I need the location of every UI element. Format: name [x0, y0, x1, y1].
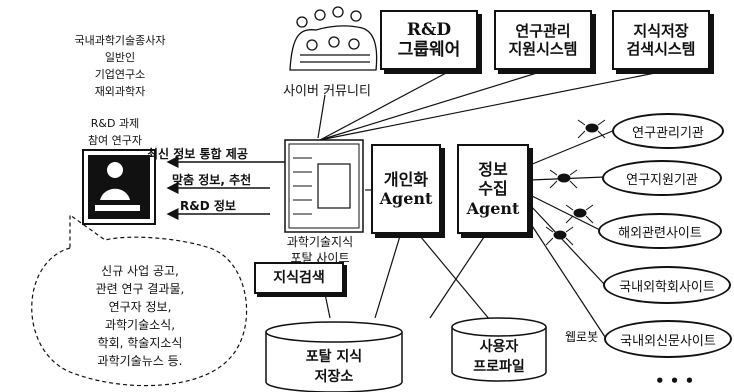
collection-agent-box: 정보 수집 Agent: [457, 144, 529, 234]
info-bubble-line: 과학기술소식,: [104, 318, 176, 332]
user-group-label: 기업연구소: [94, 68, 146, 81]
knowledge-store-box: 지식저장 검색시스템: [612, 10, 710, 70]
info-bubble-line: 관련 연구 결과물,: [95, 282, 185, 296]
institution-academic-sites: 국내외학회사이트: [603, 266, 731, 304]
user-at-desk-icon: [82, 149, 156, 225]
user-profile-label: 사용자: [479, 339, 519, 355]
webrobot-icon-2: [549, 169, 578, 189]
user-group-label: 국내과학기술종사자: [74, 34, 166, 47]
cyber-community-label: 사이버 커뮤니티: [283, 84, 371, 99]
service-label-rnd: R&D 정보: [180, 199, 236, 213]
research-mgmt-box: 연구관리 지원시스템: [494, 10, 592, 70]
service-label-integrated: 최신 정보 통합 제공: [147, 147, 248, 161]
rnd-participant-label: 참여 연구자: [87, 134, 143, 147]
rnd-groupware-box: R&D 그룹웨어: [380, 10, 478, 70]
portal-site-label: 포탈 사이트: [290, 251, 350, 265]
webrobot-icon-3: [565, 204, 594, 224]
institution-news-sites: 국내외신문사이트: [604, 320, 732, 358]
institution-research-support: 연구지원기관: [602, 160, 722, 196]
rnd-groupware-title: R&D: [406, 19, 452, 40]
rnd-participant-label: R&D 과제: [90, 117, 140, 130]
portal-document-icon: [284, 139, 364, 233]
portal-repository-label: 저장소: [314, 369, 354, 385]
personalization-agent-box: 개인화 Agent: [371, 144, 441, 234]
institution-research-mgmt: 연구관리기관: [612, 113, 724, 149]
user-profile-cylinder: [451, 317, 547, 382]
user-group-label: 일반인: [104, 51, 136, 64]
service-label-custom: 맞춤 정보, 추천: [172, 173, 252, 187]
portal-repository-label: 포탈 지식: [305, 349, 363, 365]
user-group-label: 재외과학자: [94, 85, 146, 98]
people-group-icon: [289, 6, 378, 71]
institution-overseas-sites: 해외관련사이트: [598, 213, 722, 249]
info-bubble-line: 과학기술뉴스 등.: [97, 354, 183, 368]
info-bubble-line: 신규 사업 공고,: [101, 264, 179, 278]
info-bubble-line: 학회, 학술지소식: [97, 336, 183, 350]
speech-bubble-outline: [31, 213, 248, 387]
knowledge-search-box: 지식검색: [254, 262, 344, 294]
user-profile-label: 프로파일: [473, 359, 525, 375]
info-bubble-line: 연구자 정보,: [108, 300, 172, 314]
more-indicator: • • •: [655, 372, 695, 390]
webrobot-label: 웹로봇: [565, 330, 599, 344]
webrobot-icon-4: [545, 226, 574, 246]
rnd-groupware-subtitle: 그룹웨어: [397, 40, 461, 60]
portal-repository-cylinder: [265, 321, 403, 392]
webrobot-icon-1: [577, 119, 606, 139]
portal-site-label: 과학기술지식: [286, 235, 354, 249]
